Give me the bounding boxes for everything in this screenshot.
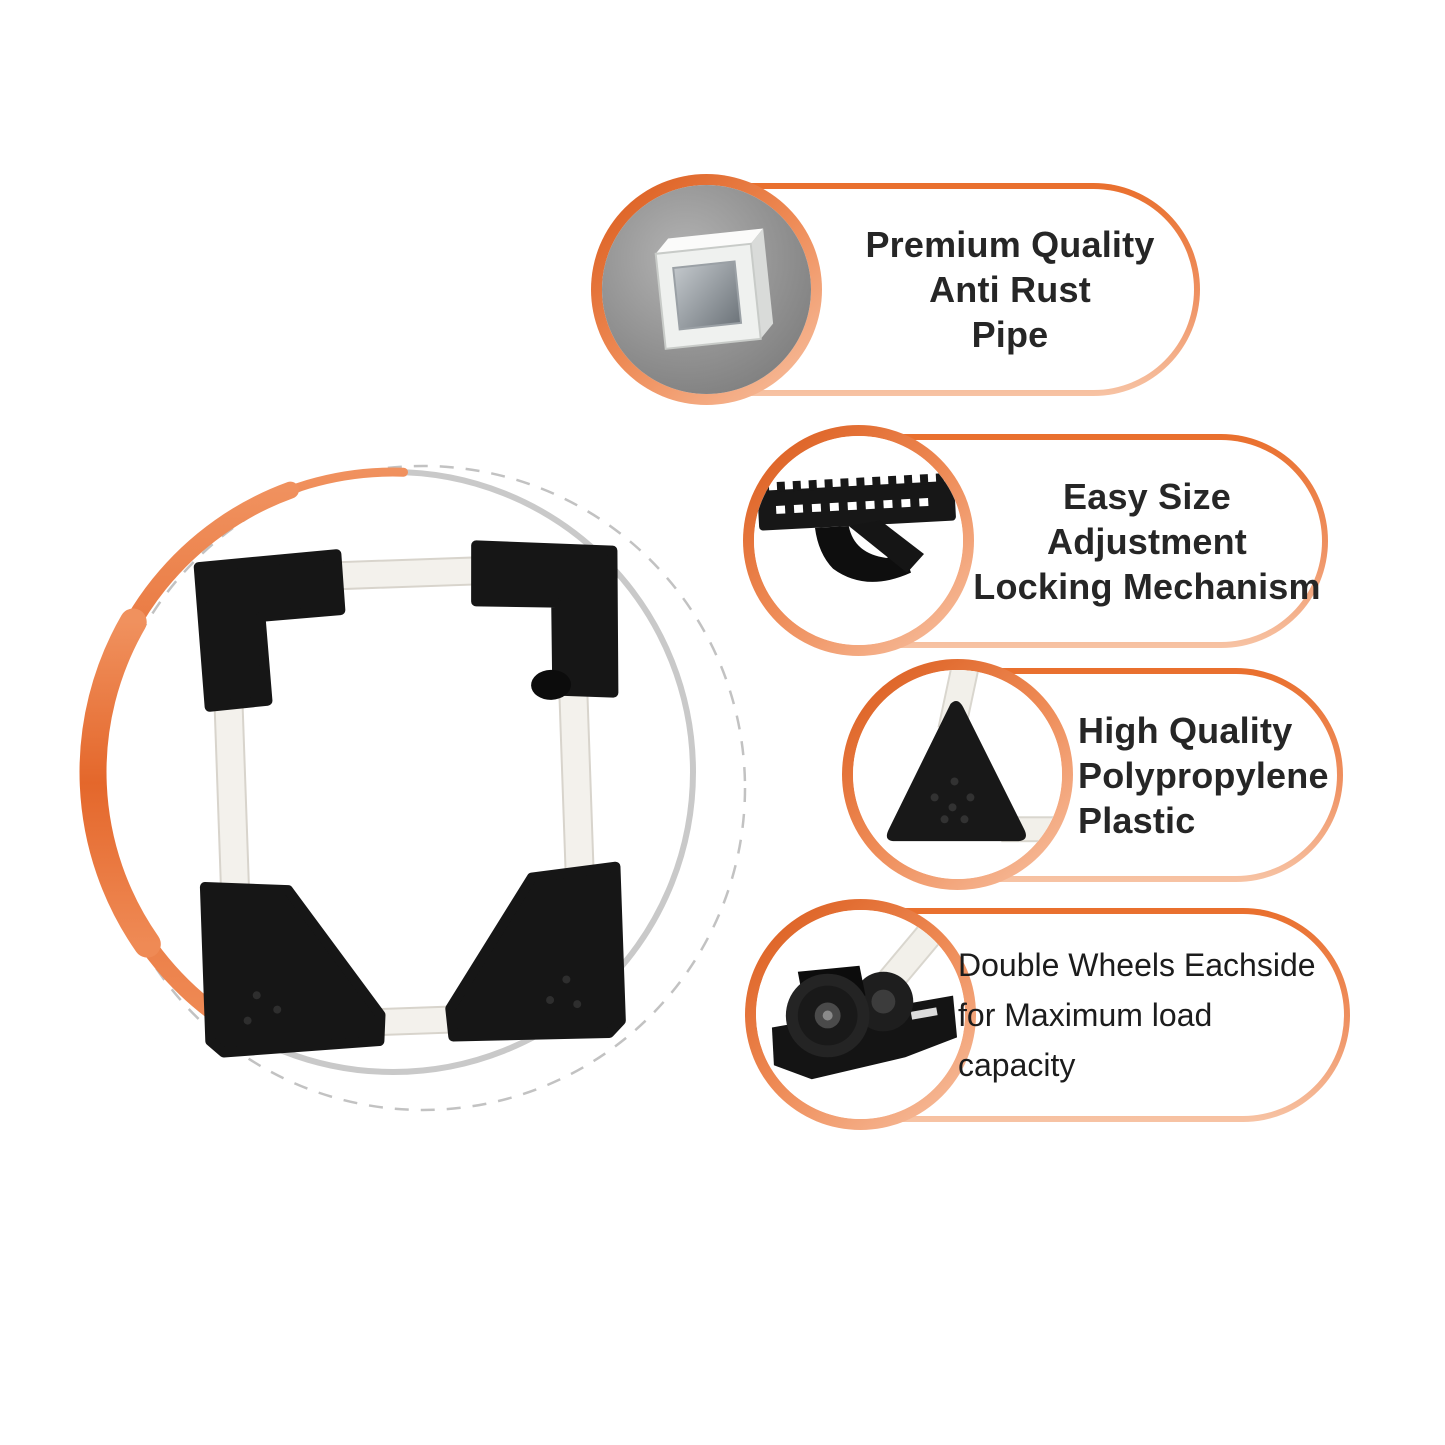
- feature-text: Easy Size Adjustment Locking Mechanism: [972, 434, 1322, 648]
- feature-line: Premium Quality: [865, 224, 1155, 265]
- feature-line: Plastic: [1078, 799, 1196, 841]
- double-wheels-icon: [745, 899, 976, 1130]
- locking-knob: [531, 669, 572, 700]
- feature-line: Easy Size: [1063, 475, 1231, 517]
- feature-text: High Quality Polypropylene Plastic: [1078, 668, 1340, 882]
- stand: [193, 540, 626, 1058]
- feature-line: Pipe: [971, 314, 1049, 355]
- locking-mechanism-icon: [743, 425, 974, 656]
- corner-bracket-icon: [842, 659, 1073, 890]
- feature-line: Anti Rust: [929, 269, 1091, 310]
- dashed-ring: [99, 464, 747, 1112]
- callout-outline: [754, 908, 1350, 1122]
- appliance-stand-illustration: [79, 464, 747, 1112]
- feature-line: High Quality: [1078, 709, 1293, 751]
- feature-line: capacity: [958, 1047, 1076, 1083]
- feature-line: for Maximum load: [958, 997, 1213, 1033]
- orange-arc: [79, 467, 408, 1037]
- feature-line: Double Wheels Eachside: [958, 947, 1316, 983]
- feature-text: Double Wheels Eachside for Maximum load …: [958, 908, 1344, 1122]
- hero-photo: [55, 430, 755, 1130]
- callout-outline: [851, 668, 1343, 882]
- pipe-cross-section-icon: [591, 174, 822, 405]
- callout-outline: [600, 183, 1200, 396]
- feature-line: Locking Mechanism: [973, 565, 1321, 607]
- callout-outline: [752, 434, 1328, 648]
- feature-line: Adjustment: [1047, 520, 1247, 562]
- tray-texture: [243, 975, 582, 1025]
- feature-text: Premium Quality Anti Rust Pipe: [828, 183, 1192, 396]
- corner-brackets: [193, 540, 626, 1058]
- feature-line: Polypropylene: [1078, 754, 1329, 796]
